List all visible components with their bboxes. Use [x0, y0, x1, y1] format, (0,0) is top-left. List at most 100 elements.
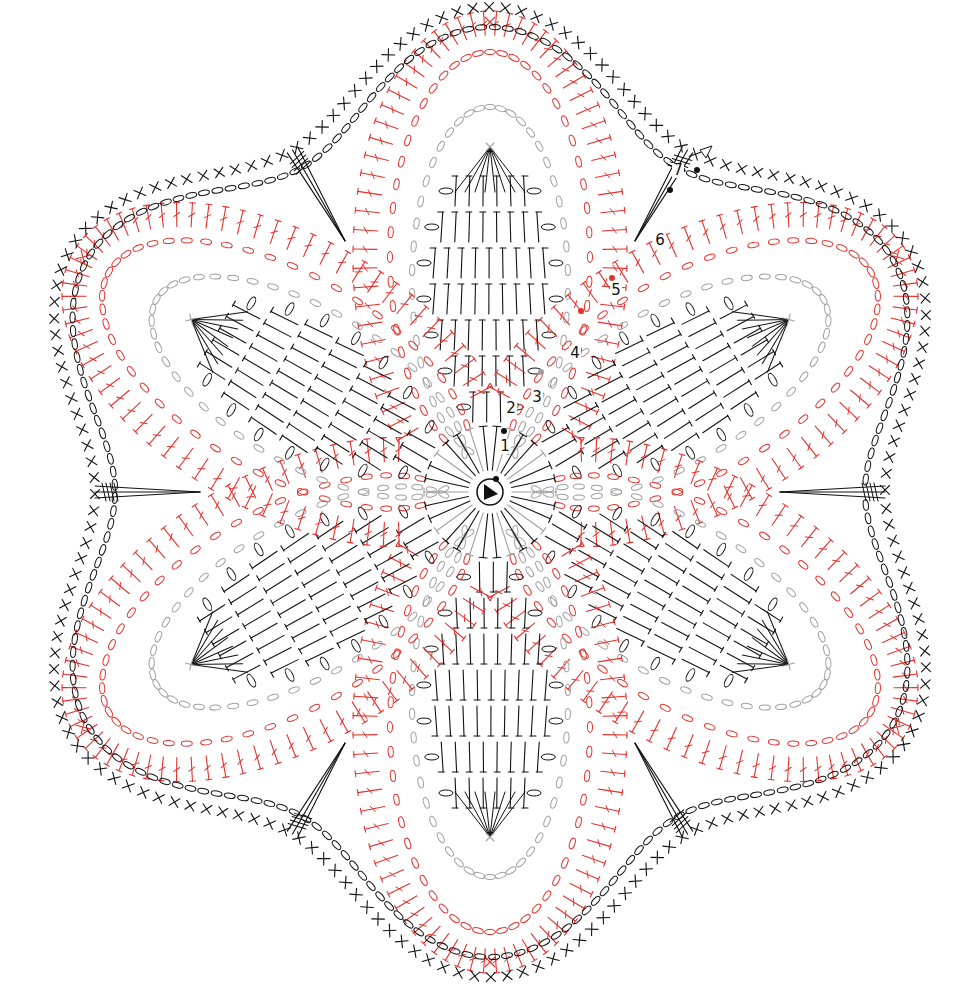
stitch-line: [486, 143, 494, 151]
stitch-line: [375, 154, 377, 161]
stitch-line: [609, 134, 611, 140]
stitch-line: [596, 591, 623, 607]
stitch-line: [383, 402, 405, 412]
stitch-line: [288, 743, 295, 749]
stitch-line: [153, 545, 160, 552]
chain-stitch: [198, 572, 210, 583]
chain-stitch: [390, 626, 402, 637]
stitch-line: [421, 941, 425, 945]
stitch-line: [857, 394, 864, 401]
stitch-line: [545, 48, 552, 49]
chain-stitch: [390, 300, 396, 312]
chain-stitch: [422, 175, 430, 187]
stitch-line: [463, 593, 483, 617]
stitch-line: [258, 563, 285, 579]
chain-stitch: [631, 483, 643, 491]
stitch-line: [363, 713, 367, 719]
stitch-line: [537, 212, 539, 242]
stitch-line: [447, 284, 449, 314]
stitch-line: [264, 646, 291, 662]
stitch-line: [893, 275, 917, 294]
stitch-line: [355, 304, 357, 310]
chain-stitch: [618, 638, 630, 653]
chain-stitch: [775, 274, 786, 280]
stitch-line: [358, 789, 382, 793]
stitch-line: [547, 931, 549, 938]
stitch-line: [352, 246, 353, 252]
stitch-line: [640, 336, 643, 341]
stitch-line: [586, 438, 606, 462]
chain-stitch: [284, 524, 296, 539]
chain-stitch: [520, 60, 532, 71]
stitch-line: [662, 533, 668, 537]
stitch-line: [478, 589, 484, 596]
stitch-line: [365, 823, 388, 829]
stitch-line: [479, 355, 485, 356]
chain-stitch: [319, 656, 331, 671]
chain-stitch: [694, 455, 706, 465]
stitch-line: [296, 558, 323, 574]
stitch-line: [507, 319, 513, 320]
stitch-line: [565, 911, 566, 918]
stitch-line: [605, 173, 610, 178]
stitch-line: [140, 557, 147, 564]
stitch-line: [523, 212, 524, 242]
stitch-line: [855, 744, 879, 765]
stitch-line: [662, 605, 665, 610]
stitch-line: [434, 934, 449, 953]
stitch-line: [129, 772, 135, 778]
stitch-line: [598, 191, 622, 195]
stitch-line: [882, 754, 887, 760]
stitch-line: [637, 375, 663, 391]
chain-stitch: [872, 695, 880, 707]
stitch-line: [396, 435, 402, 440]
stitch-line: [490, 792, 495, 837]
chain-stitch: [428, 156, 437, 168]
stitch-line: [603, 393, 605, 399]
chain-stitch: [423, 550, 435, 565]
stitch-line: [258, 635, 284, 651]
stitch-line: [626, 265, 627, 271]
chain-stitch: [419, 874, 429, 886]
stitch-line: [731, 750, 748, 773]
stitch-line: [242, 475, 247, 478]
stitch-line: [455, 792, 490, 837]
stitch-line: [662, 447, 668, 451]
stitch-line: [791, 455, 798, 462]
stitch-line: [502, 248, 504, 278]
stitch-line: [877, 390, 883, 395]
chain-stitch: [806, 740, 817, 746]
stitch-line: [570, 90, 591, 101]
stitch-line: [506, 606, 525, 630]
stitch-line: [614, 619, 615, 625]
stitch-line: [860, 373, 879, 397]
stitch-line: [443, 22, 448, 25]
chain-stitch: [588, 473, 599, 478]
chain-stitch: [586, 697, 592, 708]
stitch-line: [741, 340, 767, 355]
stitch-line: [734, 641, 760, 656]
chain-stitch: [681, 261, 693, 270]
stitch-line: [186, 659, 197, 670]
stitch-line: [108, 576, 114, 581]
chain-stitch: [788, 238, 799, 243]
stitch-line: [364, 694, 368, 700]
stitch-line: [223, 575, 250, 592]
stitch-line: [179, 515, 193, 537]
stitch-line: [592, 388, 594, 395]
stitch-line: [772, 505, 785, 526]
stitch-line: [542, 283, 548, 284]
stitch-line: [468, 320, 470, 350]
chain-stitch: [554, 502, 566, 510]
stitch-line: [613, 265, 617, 271]
stitch-line: [407, 430, 410, 435]
stitch-line: [655, 433, 658, 438]
stitch-line: [679, 453, 685, 457]
stitch-line: [585, 429, 611, 444]
stitch-line: [893, 297, 917, 319]
chain-stitch: [463, 108, 475, 118]
stitch-line: [322, 546, 325, 551]
stitch-line: [311, 748, 316, 752]
stitch-line: [313, 447, 319, 451]
stitch-line: [381, 105, 403, 114]
